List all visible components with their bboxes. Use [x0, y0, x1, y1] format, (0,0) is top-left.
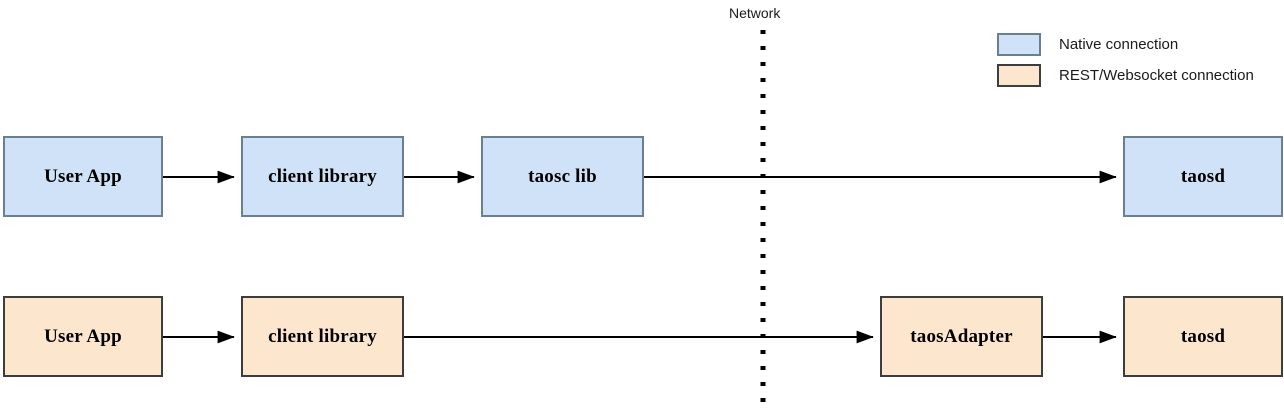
legend-label-rest: REST/Websocket connection — [1059, 67, 1254, 84]
node-rest-taosd[interactable]: taosd — [1123, 296, 1283, 377]
node-label: taosd — [1180, 325, 1226, 347]
node-label: client library — [268, 325, 377, 347]
node-native-taosc-lib[interactable]: taosc lib — [481, 136, 644, 217]
node-label: taosd — [1180, 165, 1226, 187]
legend-swatch-native-icon — [997, 33, 1041, 56]
node-rest-user-app[interactable]: User App — [3, 296, 163, 377]
node-label: taosc lib — [528, 165, 597, 187]
node-rest-taosadapter[interactable]: taosAdapter — [880, 296, 1043, 377]
node-rest-client-library[interactable]: client library — [241, 296, 404, 377]
node-label: User App — [44, 325, 122, 347]
legend-label-native: Native connection — [1059, 36, 1179, 53]
node-label: taosAdapter — [910, 325, 1013, 347]
node-native-client-library[interactable]: client library — [241, 136, 404, 217]
legend-item-native: Native connection — [997, 33, 1178, 56]
legend-swatch-rest-icon — [997, 64, 1041, 87]
network-divider-label: Network — [729, 5, 781, 21]
legend-item-rest: REST/Websocket connection — [997, 64, 1254, 87]
node-native-taosd[interactable]: taosd — [1123, 136, 1283, 217]
node-native-user-app[interactable]: User App — [3, 136, 163, 217]
node-label: client library — [268, 165, 377, 187]
node-label: User App — [44, 165, 122, 187]
